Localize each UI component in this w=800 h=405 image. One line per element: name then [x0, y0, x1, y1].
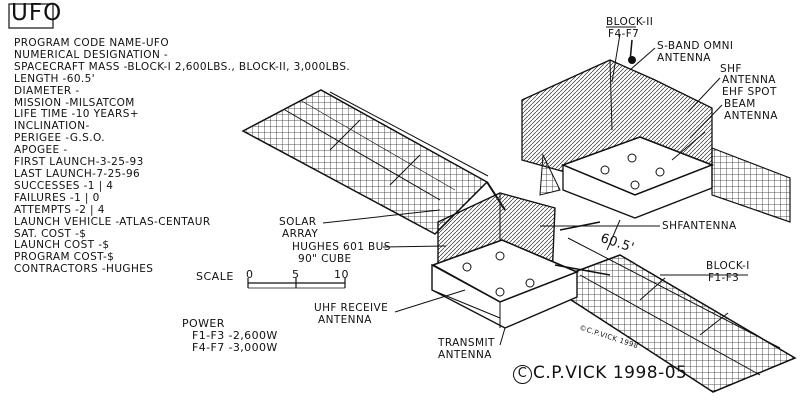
label-ehf-1: EHF SPOT — [722, 86, 777, 98]
spec-line: SUCCESSES -1 | 4 — [14, 179, 114, 192]
label-uhf-2: ANTENNA — [318, 314, 372, 326]
spec-line: LIFE TIME -10 YEARS+ — [14, 108, 139, 121]
spec-line: PROGRAM CODE NAME-UFO — [14, 37, 170, 49]
title-box-outline — [8, 3, 54, 29]
label-shf-2: ANTENNA — [722, 74, 776, 86]
credit-text: C.P.VICK 1998-05 — [533, 363, 688, 383]
spec-line: LAUNCH COST -$ — [14, 239, 110, 252]
block-2-bus — [521, 39, 791, 223]
label-ehf-3: ANTENNA — [724, 110, 778, 122]
page-title: UFO — [11, 0, 63, 26]
power-line-2: F4-F7 -3,000W — [192, 341, 278, 354]
label-shf-1: SHF — [720, 63, 742, 75]
label-block-1: BLOCK-I — [706, 260, 750, 272]
block-1-bus — [431, 192, 611, 329]
label-block-2: BLOCK-II — [606, 16, 654, 28]
spec-line: NUMERICAL DESIGNATION - — [14, 48, 169, 61]
spec-line: LENGTH -60.5' — [14, 72, 96, 85]
scale-tick-5: 5 — [292, 268, 300, 281]
label-solar-1: SOLAR — [279, 216, 317, 228]
scale-tick-10: 10 — [334, 268, 349, 281]
label-uhf-1: UHF RECEIVE — [314, 302, 389, 314]
label-transmit-1: TRANSMIT — [438, 337, 495, 349]
spec-line: PROGRAM COST-$ — [14, 251, 115, 264]
label-ehf-2: BEAM — [724, 98, 756, 110]
label-sband-1: S-BAND OMNI — [657, 40, 734, 52]
scale-tick-0: 0 — [246, 268, 254, 281]
spec-line: LAUNCH VEHICLE -ATLAS-CENTAUR — [14, 215, 211, 228]
label-transmit-2: ANTENNA — [438, 349, 492, 361]
spec-line: APOGEE - — [14, 144, 68, 157]
spec-line: FIRST LAUNCH-3-25-93 — [14, 156, 144, 169]
label-solar-2: ARRAY — [282, 228, 319, 240]
spec-line: INCLINATION- — [14, 120, 90, 133]
spec-line: LAST LAUNCH-7-25-96 — [14, 167, 141, 180]
spec-line: CONTRACTORS -HUGHES — [14, 263, 154, 276]
power-block: POWER F1-F3 -2,600W F4-F7 -3,000W — [182, 318, 278, 354]
label-sband-2: ANTENNA — [657, 52, 711, 64]
title-frame: UFO — [8, 0, 61, 32]
label-bus-1: HUGHES 601 BUS — [292, 241, 391, 253]
leader-lines — [322, 26, 781, 349]
scale-label: SCALE — [196, 270, 234, 283]
spec-line: DIAMETER - — [14, 84, 80, 97]
spec-line: MISSION -MILSATCOM — [14, 96, 135, 109]
label-bus-2: 90" CUBE — [298, 253, 352, 265]
power-heading: POWER — [182, 317, 225, 330]
copyright-icon: C — [513, 365, 532, 384]
scale-bar — [247, 278, 346, 289]
spec-line: PERIGEE -G.S.O. — [14, 132, 105, 145]
spec-line: SAT. COST -$ — [14, 227, 87, 240]
spec-line: SPACECRAFT MASS -BLOCK-I 2,600LBS., BLOC… — [14, 60, 351, 73]
solar-array-lower — [543, 254, 797, 393]
power-line-1: F1-F3 -2,600W — [192, 329, 278, 342]
label-shf-antenna: SHFANTENNA — [662, 220, 737, 232]
label-block-1-range: F1-F3 — [708, 272, 740, 284]
spec-line: FAILURES -1 | 0 — [14, 191, 100, 204]
label-block-2-range: F4-F7 — [608, 28, 640, 40]
spec-line: ATTEMPTS -2 | 4 — [14, 203, 105, 216]
